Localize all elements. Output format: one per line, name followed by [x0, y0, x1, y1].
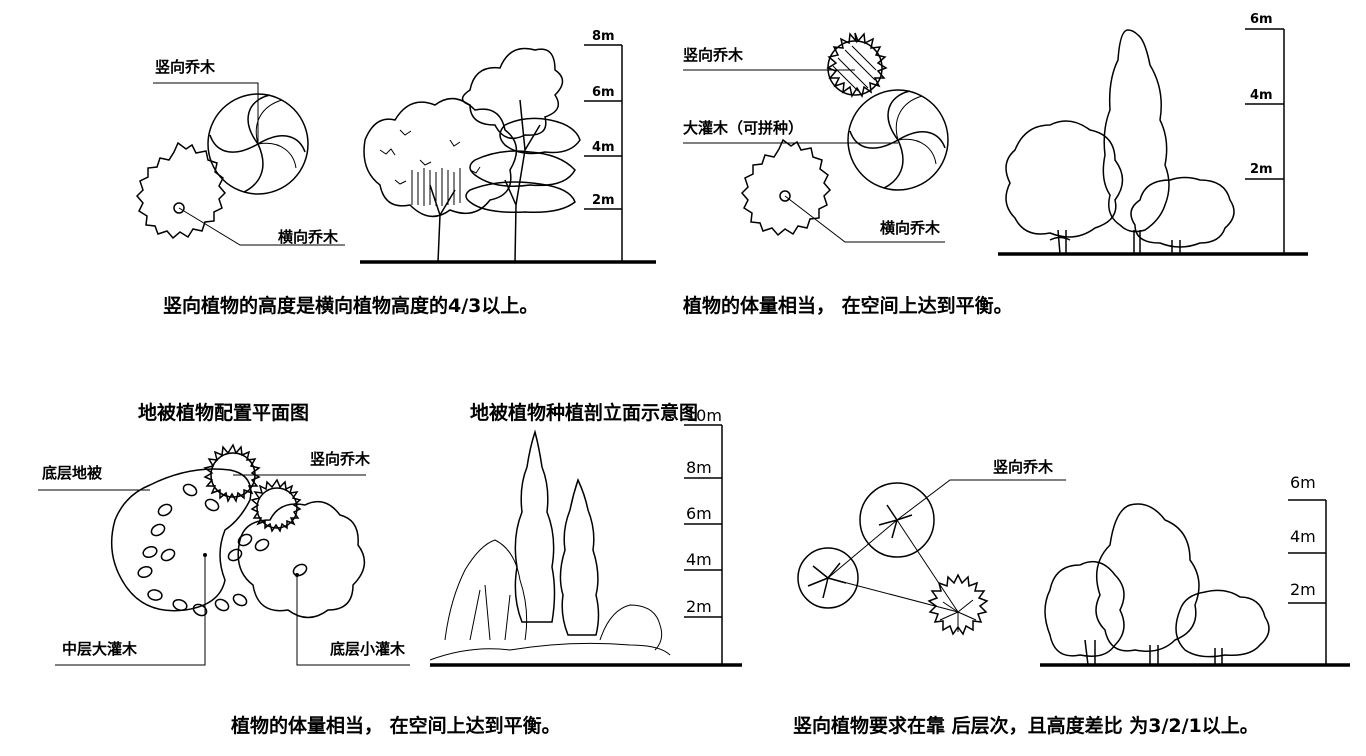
mid-tree-elevation-icon — [1044, 560, 1125, 666]
panel3-low-shrub-label: 底层小灌木 — [330, 640, 406, 658]
panel4-title: 地被植物种植剖立面示意图 — [470, 402, 699, 424]
panel1-vertical-tree-label: 竖向乔木 — [155, 58, 216, 76]
panel1-scale-6m: 6m — [592, 85, 615, 100]
panel4-scale-6m: 6m — [686, 504, 712, 523]
panel2-horizontal-tree-label: 横向乔木 — [880, 219, 941, 237]
broadleaf-tree-elevation-icon — [363, 97, 518, 263]
spiky-tree-plan-icon — [826, 32, 888, 98]
panel2-elevation — [998, 28, 1308, 256]
round-tree-elevation-icon — [1005, 120, 1124, 255]
large-shrub-plan-icon — [847, 89, 949, 191]
panel1-plan — [135, 82, 345, 246]
shrub-cluster-elevation-icon — [429, 539, 671, 661]
panel5-scale-6m: 6m — [1290, 473, 1316, 492]
panel3-ground-cover-label: 底层地被 — [42, 464, 103, 482]
panel4-scale-10m: 10m — [686, 406, 722, 425]
panel4-scale-2m: 2m — [686, 597, 712, 616]
ground-cover-leaves — [137, 483, 308, 617]
panel2-caption: 植物的体量相当， 在空间上达到平衡。 — [683, 295, 1013, 317]
panel1-caption: 竖向植物的高度是横向植物高度的4/3以上。 — [163, 295, 539, 317]
low-shrub-outline — [237, 500, 366, 619]
layered-tree-elevation-icon — [461, 47, 581, 263]
panel1-elevation — [360, 44, 656, 264]
panel3-mid-shrub-label: 中层大灌木 — [62, 640, 138, 658]
mid-shrub-outline — [110, 468, 252, 612]
panel2-scale-6m: 6m — [1250, 12, 1273, 27]
panel1-height-scale — [584, 44, 623, 262]
panel2-plan — [683, 32, 949, 243]
panel5-scale-2m: 2m — [1290, 580, 1316, 599]
tall-tree-elevation-icon — [1095, 503, 1200, 665]
panel2-height-scale — [1245, 28, 1285, 254]
panel3-title: 地被植物配置平面图 — [138, 402, 310, 424]
panel5-elevation — [1040, 499, 1350, 667]
panel1-horizontal-tree-label: 横向乔木 — [278, 228, 339, 246]
tree-plan-icon-a — [859, 482, 935, 558]
columnar-tree-elevation-icon — [1102, 29, 1170, 254]
panel5-vertical-tree-label: 竖向乔木 — [993, 458, 1054, 476]
panel2-vertical-tree-label: 竖向乔木 — [683, 46, 744, 64]
panel5-scale-4m: 4m — [1290, 527, 1316, 546]
panel3-plan — [38, 443, 410, 666]
panel2-large-shrub-label: 大灌木（可拼种） — [683, 119, 804, 137]
conifer-elevation-icon — [514, 429, 600, 636]
panel5-plan — [797, 479, 1066, 636]
horizontal-tree-plan-icon-2 — [740, 138, 832, 237]
shrub-elevation-icon — [1130, 176, 1235, 254]
low-tree-elevation-icon — [1175, 589, 1270, 665]
panel4-scale-8m: 8m — [686, 458, 712, 477]
panel3-caption: 植物的体量相当， 在空间上达到平衡。 — [231, 715, 561, 737]
tree-plan-icon-c — [927, 573, 989, 636]
horizontal-tree-plan-icon — [135, 141, 227, 240]
panel4-height-scale — [684, 424, 723, 665]
panel3-vertical-tree-label: 竖向乔木 — [310, 450, 371, 468]
panel4-scale-4m: 4m — [686, 550, 712, 569]
panel1-scale-2m: 2m — [592, 193, 615, 208]
panel2-scale-4m: 4m — [1250, 88, 1273, 103]
panel1-scale-4m: 4m — [592, 140, 615, 155]
panel5-caption: 竖向植物要求在靠 后层次，且高度差比 为3/2/1以上。 — [793, 715, 1259, 737]
panel5-height-scale — [1288, 499, 1327, 665]
panel2-scale-2m: 2m — [1250, 162, 1273, 177]
panel4-elevation — [429, 424, 742, 667]
vertical-tree-plan-icon-3 — [203, 443, 302, 533]
panel1-scale-8m: 8m — [592, 29, 615, 44]
